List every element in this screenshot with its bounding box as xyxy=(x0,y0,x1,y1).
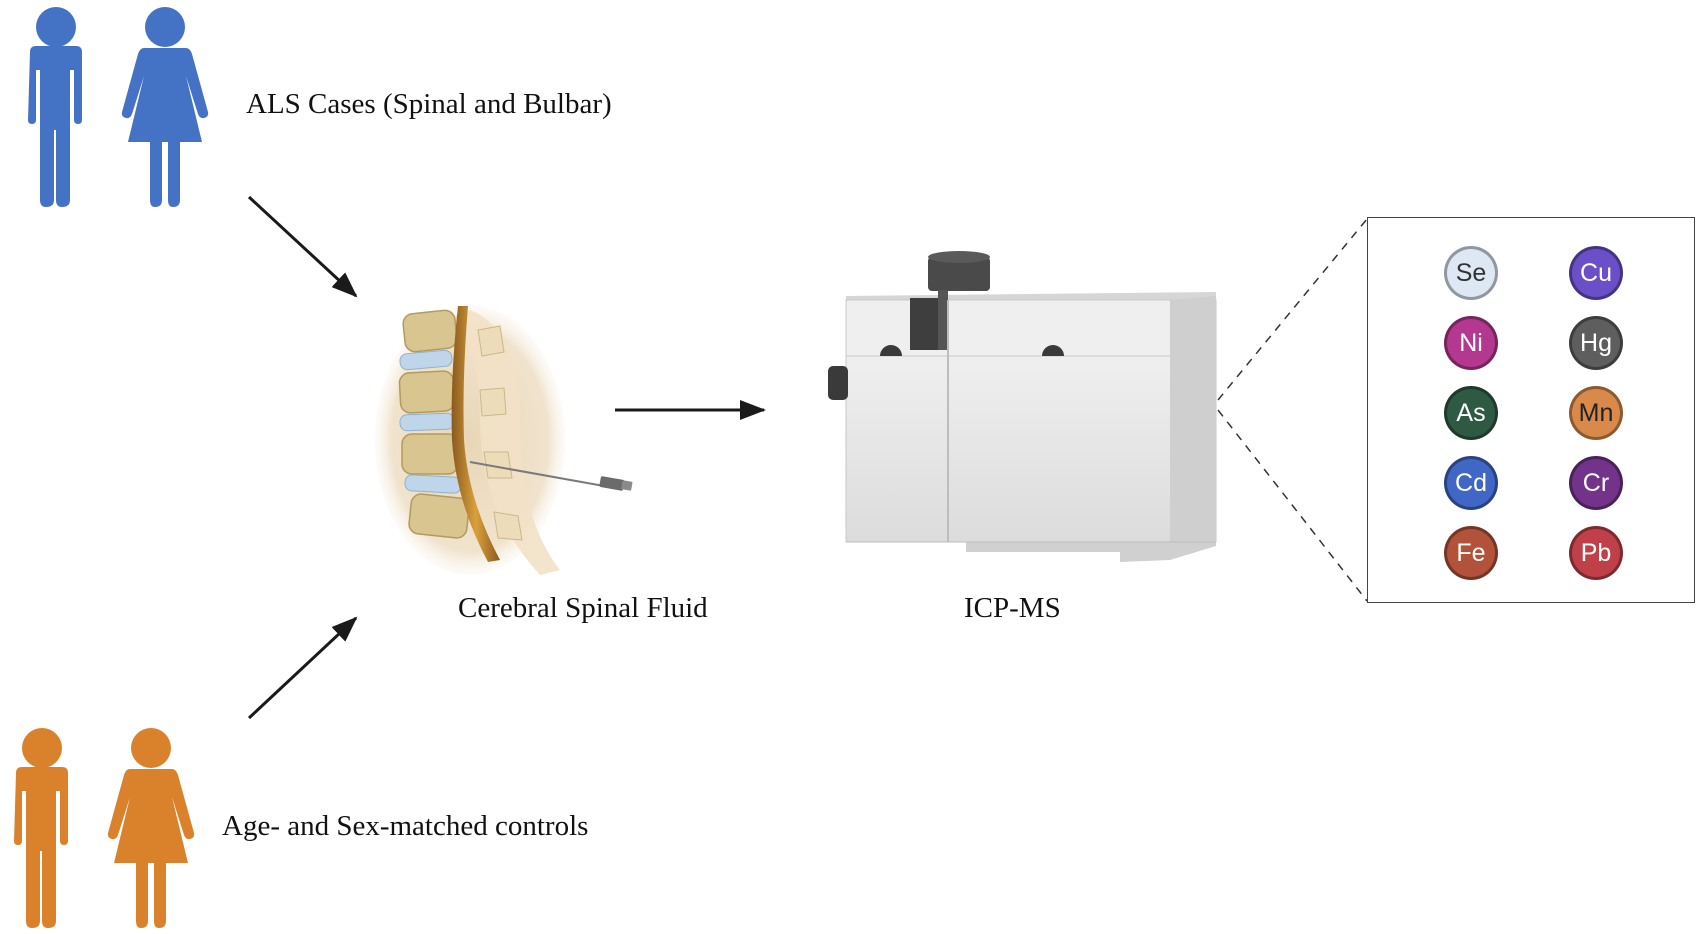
control-female-icon xyxy=(107,728,195,928)
element-badge-cd: Cd xyxy=(1444,456,1498,510)
csf-label: Cerebral Spinal Fluid xyxy=(458,592,708,624)
als-male-icon xyxy=(28,7,82,207)
element-badge-ni: Ni xyxy=(1444,316,1498,370)
element-badge-pb: Pb xyxy=(1569,526,1623,580)
zoom-line-top xyxy=(1217,218,1368,401)
icp-ms-instrument-icon xyxy=(828,251,1217,562)
element-badge-hg: Hg xyxy=(1569,316,1623,370)
element-badge-mn: Mn xyxy=(1569,386,1623,440)
element-badge-as: As xyxy=(1444,386,1498,440)
controls-label: Age- and Sex-matched controls xyxy=(222,810,589,842)
element-badge-cu: Cu xyxy=(1569,246,1623,300)
arrow-als-to-csf xyxy=(247,195,358,298)
element-badge-fe: Fe xyxy=(1444,526,1498,580)
als-female-icon xyxy=(121,7,209,207)
control-male-icon xyxy=(14,728,68,928)
arrow-controls-to-csf xyxy=(247,616,358,720)
element-badge-se: Se xyxy=(1444,246,1498,300)
icpms-label: ICP-MS xyxy=(964,592,1061,624)
zoom-line-bottom xyxy=(1217,409,1368,602)
element-badge-cr: Cr xyxy=(1569,456,1623,510)
spine-needle-illustration xyxy=(375,305,633,575)
als-cases-label: ALS Cases (Spinal and Bulbar) xyxy=(246,88,612,120)
